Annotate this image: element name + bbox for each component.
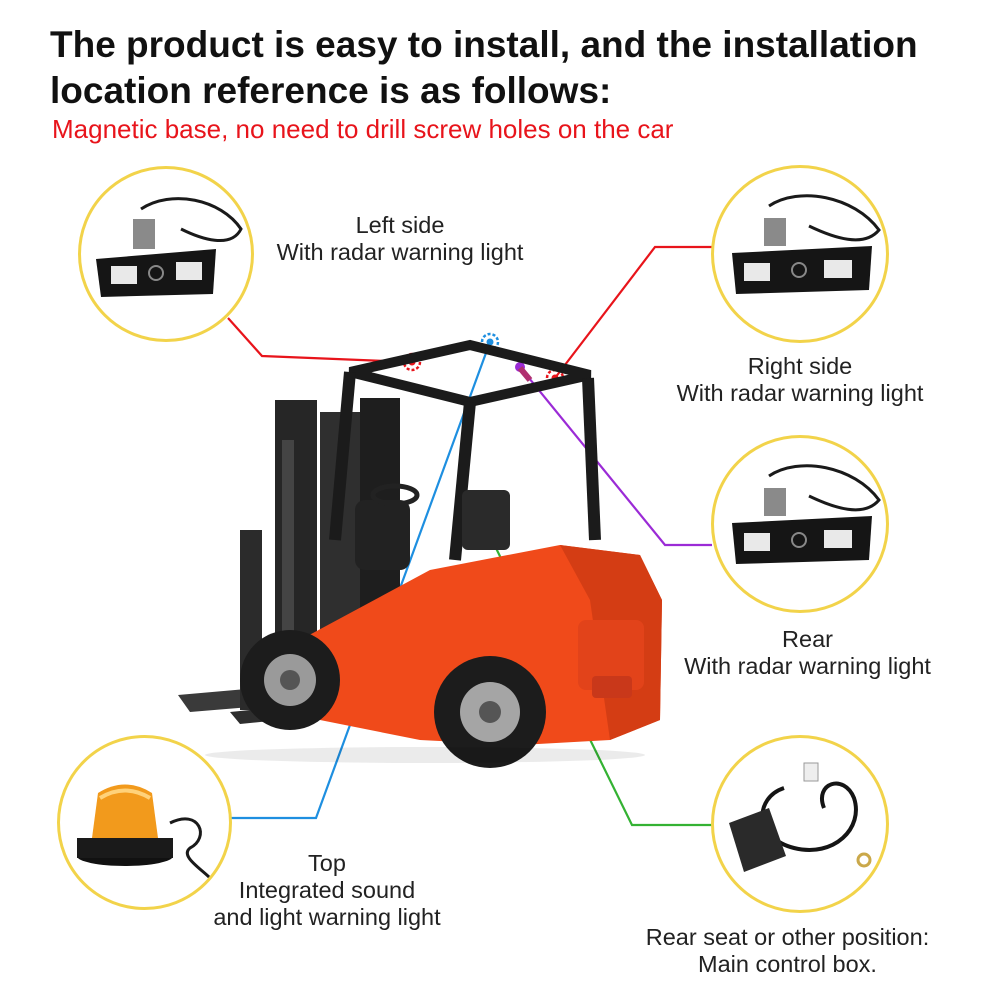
control-box-marker <box>482 530 502 550</box>
top-desc-2: and light warning light <box>213 904 441 930</box>
left-side-desc: With radar warning light <box>276 239 524 265</box>
page-title: The product is easy to install, and the … <box>50 22 970 114</box>
top-label: Top Integrated sound and light warning l… <box>192 850 462 931</box>
top-marker <box>480 332 500 352</box>
top-title: Top <box>308 850 346 876</box>
right-side-label: Right side With radar warning light <box>650 353 950 407</box>
right-side-title: Right side <box>747 353 853 379</box>
rear-title: Rear <box>782 626 833 652</box>
right-side-connector <box>554 245 712 379</box>
left-side-label: Left side With radar warning light <box>255 212 545 266</box>
rear-light-bubble <box>711 435 889 613</box>
control-box-bubble <box>711 735 889 913</box>
top-beacon-bubble <box>57 735 232 910</box>
title-line-2: location reference is as follows: <box>50 70 612 111</box>
top-desc-1: Integrated sound <box>238 877 416 903</box>
rear-desc: With radar warning light <box>684 653 931 679</box>
radar-warning-light-icon <box>96 197 243 297</box>
radar-warning-light-icon <box>732 194 881 294</box>
rear-connector <box>519 366 712 547</box>
top-connector <box>226 341 492 820</box>
right-side-light-bubble <box>711 165 889 343</box>
control-box-title: Rear seat or other position: <box>645 924 930 950</box>
rear-label: Rear With radar warning light <box>660 626 955 680</box>
radar-warning-light-icon <box>732 464 881 564</box>
rear-marker <box>515 362 525 372</box>
left-side-light-bubble <box>78 166 254 342</box>
control-box-icon <box>729 762 872 872</box>
page-subtitle: Magnetic base, no need to drill screw ho… <box>52 114 674 144</box>
right-side-desc: With radar warning light <box>676 380 924 406</box>
control-box-connector <box>491 539 712 827</box>
left-side-title: Left side <box>355 212 445 238</box>
control-box-desc: Main control box. <box>698 951 877 977</box>
beacon-light-icon <box>77 784 212 880</box>
title-line-1: The product is easy to install, and the … <box>50 24 918 65</box>
left-side-connector <box>227 317 411 364</box>
control-box-label: Rear seat or other position: Main contro… <box>625 924 950 978</box>
